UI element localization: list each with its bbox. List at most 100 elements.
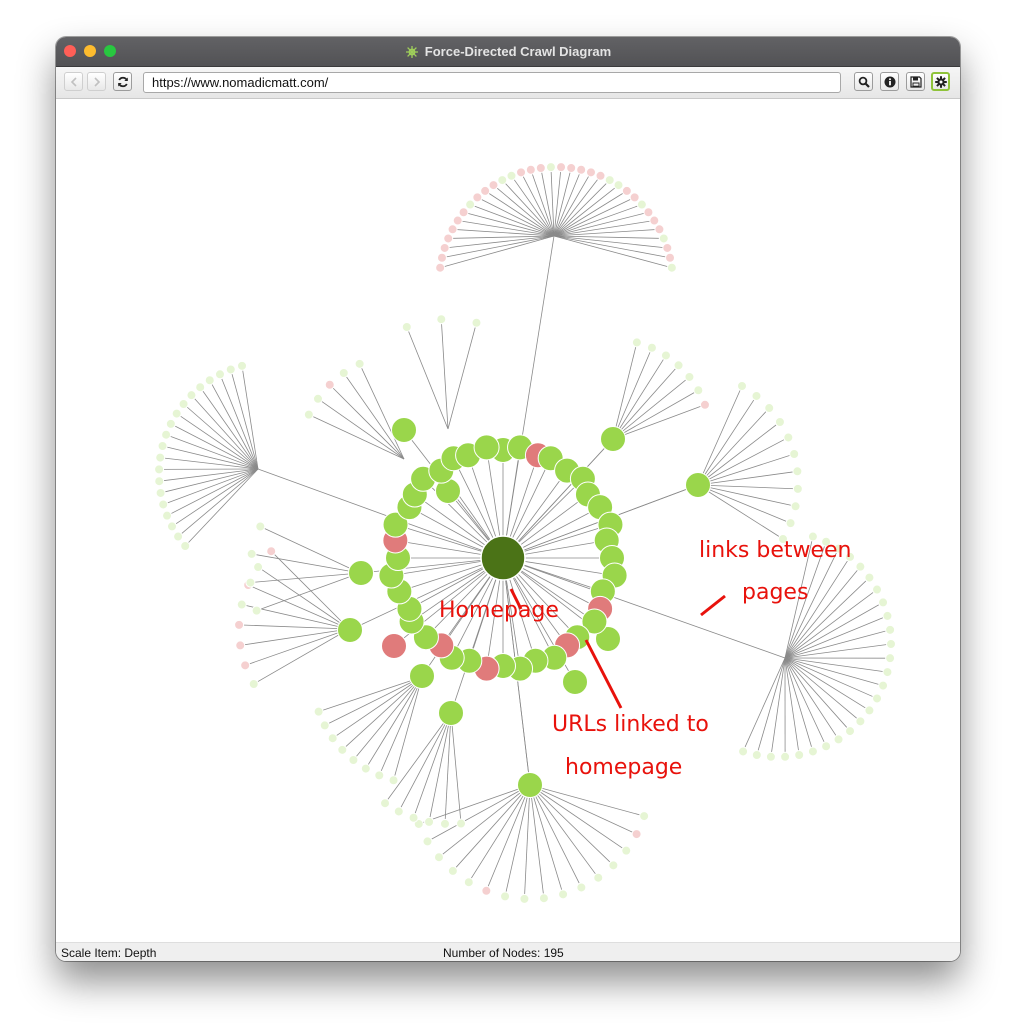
settings-button[interactable] xyxy=(931,72,950,91)
page-node[interactable] xyxy=(391,417,417,443)
leaf-page-node[interactable] xyxy=(266,546,277,557)
leaf-page-node[interactable] xyxy=(780,751,791,762)
leaf-page-node[interactable] xyxy=(465,199,476,210)
leaf-page-node[interactable] xyxy=(452,215,463,226)
leaf-page-node[interactable] xyxy=(435,262,446,273)
leaf-page-node[interactable] xyxy=(665,252,676,263)
leaf-page-node[interactable] xyxy=(576,882,587,893)
refresh-button[interactable] xyxy=(113,72,132,91)
leaf-page-node[interactable] xyxy=(783,432,794,443)
page-node[interactable] xyxy=(348,560,374,586)
leaf-page-node[interactable] xyxy=(388,775,399,786)
leaf-page-node[interactable] xyxy=(255,521,266,532)
leaf-page-node[interactable] xyxy=(792,483,803,494)
leaf-page-node[interactable] xyxy=(558,889,569,900)
page-node[interactable] xyxy=(438,700,464,726)
leaf-page-node[interactable] xyxy=(673,360,684,371)
leaf-page-node[interactable] xyxy=(855,716,866,727)
leaf-page-node[interactable] xyxy=(864,705,875,716)
leaf-page-node[interactable] xyxy=(646,342,657,353)
leaf-page-node[interactable] xyxy=(312,393,323,404)
leaf-page-node[interactable] xyxy=(443,233,454,244)
leaf-page-node[interactable] xyxy=(324,379,335,390)
leaf-page-node[interactable] xyxy=(649,215,660,226)
leaf-page-node[interactable] xyxy=(535,162,546,173)
leaf-page-node[interactable] xyxy=(204,375,215,386)
leaf-page-node[interactable] xyxy=(660,350,671,361)
leaf-page-node[interactable] xyxy=(699,399,710,410)
leaf-page-node[interactable] xyxy=(821,536,832,547)
leaf-page-node[interactable] xyxy=(845,726,856,737)
leaf-page-node[interactable] xyxy=(327,733,338,744)
leaf-page-node[interactable] xyxy=(436,314,447,325)
leaf-page-node[interactable] xyxy=(878,597,889,608)
leaf-page-node[interactable] xyxy=(313,706,324,717)
leaf-page-node[interactable] xyxy=(214,369,225,380)
leaf-page-node[interactable] xyxy=(161,429,172,440)
leaf-page-node[interactable] xyxy=(235,640,246,651)
close-window-button[interactable] xyxy=(64,45,76,57)
leaf-page-node[interactable] xyxy=(864,572,875,583)
leaf-page-node[interactable] xyxy=(225,364,236,375)
leaf-page-node[interactable] xyxy=(155,487,166,498)
leaf-page-node[interactable] xyxy=(751,749,762,760)
leaf-page-node[interactable] xyxy=(337,744,348,755)
leaf-page-node[interactable] xyxy=(872,693,883,704)
leaf-page-node[interactable] xyxy=(764,403,775,414)
leaf-page-node[interactable] xyxy=(157,441,168,452)
page-node[interactable] xyxy=(685,472,711,498)
leaf-page-node[interactable] xyxy=(447,224,458,235)
leaf-page-node[interactable] xyxy=(472,192,483,203)
leaf-page-node[interactable] xyxy=(439,242,450,253)
forward-button[interactable] xyxy=(87,72,106,91)
leaf-page-node[interactable] xyxy=(885,624,896,635)
leaf-page-node[interactable] xyxy=(545,162,556,173)
leaf-page-node[interactable] xyxy=(585,167,596,178)
leaf-page-node[interactable] xyxy=(195,382,206,393)
leaf-page-node[interactable] xyxy=(878,680,889,691)
leaf-page-node[interactable] xyxy=(155,452,166,463)
leaf-page-node[interactable] xyxy=(354,358,365,369)
leaf-page-node[interactable] xyxy=(481,885,492,896)
leaf-page-node[interactable] xyxy=(171,408,182,419)
leaf-page-node[interactable] xyxy=(882,610,893,621)
leaf-page-node[interactable] xyxy=(236,599,247,610)
leaf-page-node[interactable] xyxy=(319,720,330,731)
page-node[interactable] xyxy=(595,626,621,652)
leaf-page-node[interactable] xyxy=(807,746,818,757)
leaf-page-node[interactable] xyxy=(424,816,435,827)
leaf-page-node[interactable] xyxy=(393,806,404,817)
leaf-page-node[interactable] xyxy=(821,741,832,752)
leaf-page-node[interactable] xyxy=(790,501,801,512)
page-node[interactable] xyxy=(517,772,543,798)
leaf-page-node[interactable] xyxy=(631,829,642,840)
minimize-window-button[interactable] xyxy=(84,45,96,57)
leaf-page-node[interactable] xyxy=(785,518,796,529)
leaf-page-node[interactable] xyxy=(807,531,818,542)
leaf-page-node[interactable] xyxy=(845,551,856,562)
leaf-page-node[interactable] xyxy=(248,679,259,689)
leaf-page-node[interactable] xyxy=(666,262,677,273)
linked-page-node[interactable] xyxy=(382,511,409,538)
leaf-page-node[interactable] xyxy=(408,812,419,823)
leaf-page-node[interactable] xyxy=(885,653,896,664)
leaf-page-node[interactable] xyxy=(684,371,695,382)
leaf-page-node[interactable] xyxy=(165,418,176,429)
leaf-page-node[interactable] xyxy=(245,577,256,588)
homepage-node[interactable] xyxy=(480,535,526,581)
leaf-page-node[interactable] xyxy=(737,381,747,392)
leaf-page-node[interactable] xyxy=(439,818,450,829)
leaf-page-node[interactable] xyxy=(158,499,169,510)
zoom-window-button[interactable] xyxy=(104,45,116,57)
leaf-page-node[interactable] xyxy=(556,162,567,173)
page-node[interactable] xyxy=(562,669,588,695)
leaf-page-node[interactable] xyxy=(777,534,788,544)
leaf-page-node[interactable] xyxy=(604,175,615,186)
leaf-page-node[interactable] xyxy=(525,164,536,175)
leaf-page-node[interactable] xyxy=(380,798,391,809)
linked-page-node[interactable] xyxy=(581,608,608,635)
leaf-page-node[interactable] xyxy=(789,449,800,460)
leaf-page-node[interactable] xyxy=(348,755,359,766)
leaf-page-node[interactable] xyxy=(162,510,173,521)
page-node[interactable] xyxy=(381,633,407,659)
